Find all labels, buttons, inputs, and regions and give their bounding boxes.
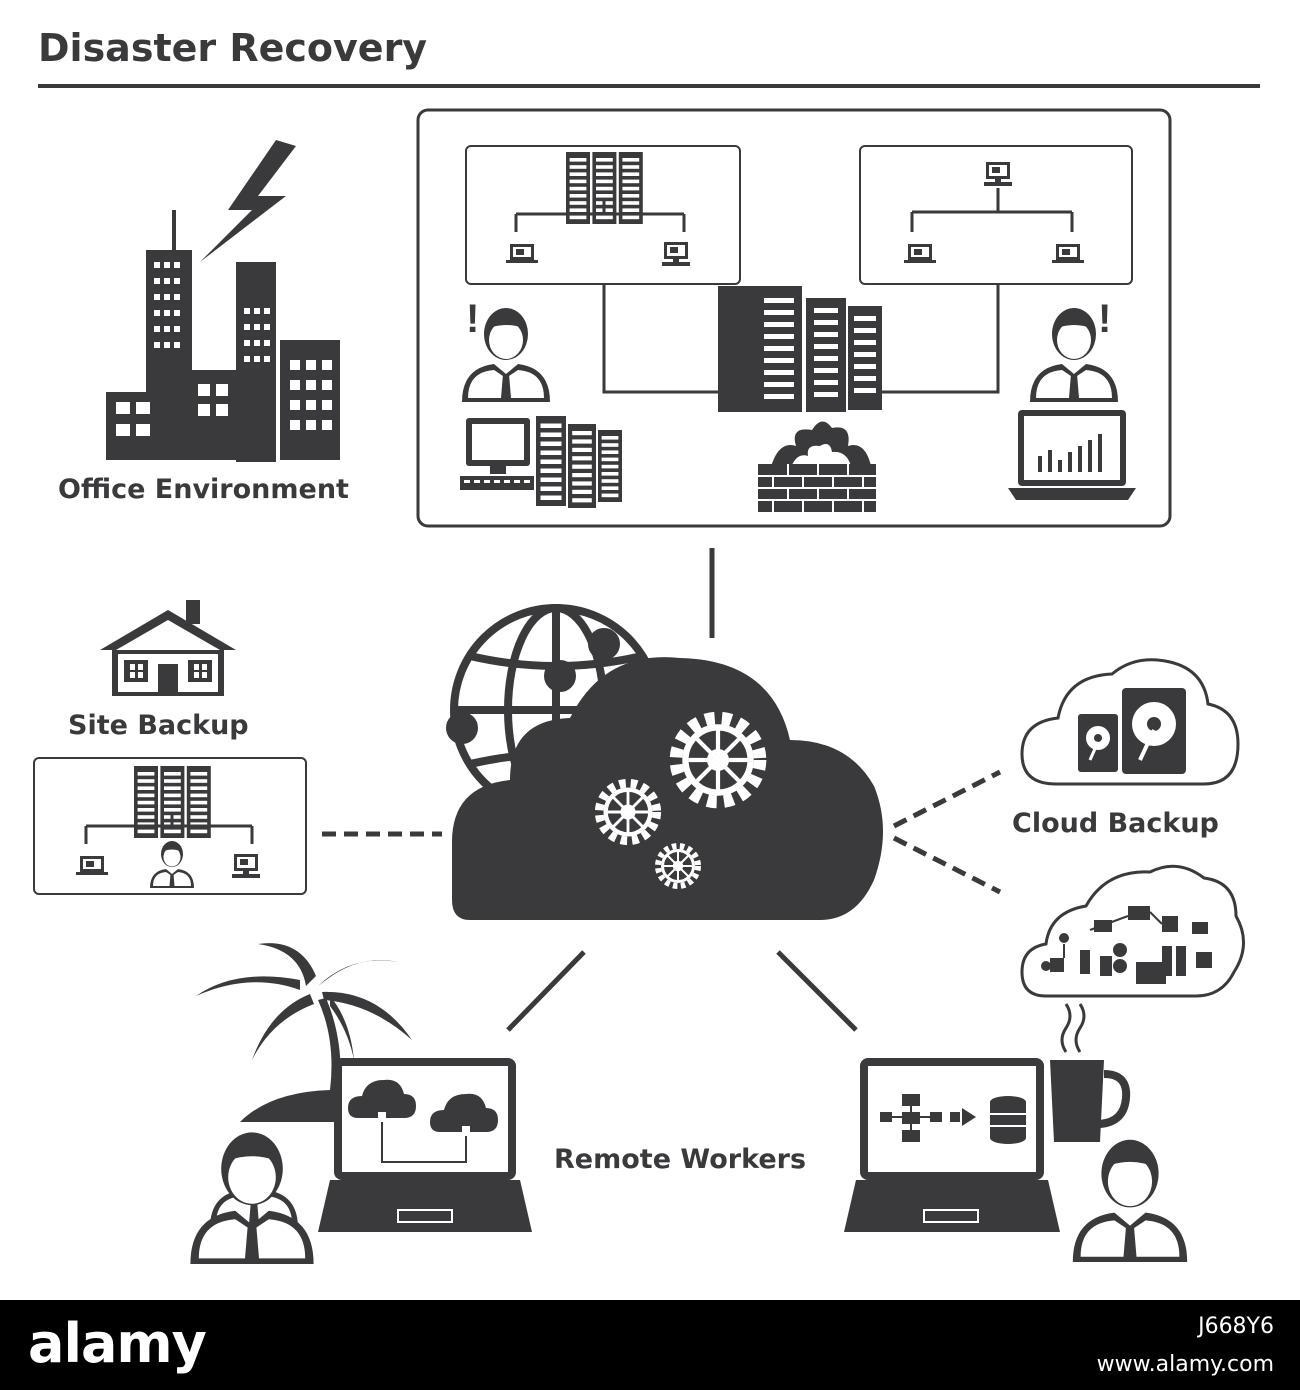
svg-text:!: !: [1098, 297, 1111, 341]
businessman-icon: [1072, 1139, 1188, 1262]
hard-drive-cloud-icon: [1020, 658, 1240, 786]
laptop-chart-icon: [1008, 410, 1136, 500]
network-diagram-icon: [33, 757, 307, 895]
watermark-footer: alamy J668Y6 www.alamy.com: [0, 1300, 1300, 1390]
office-network-box: [416, 108, 1172, 528]
server-rack-icon: [718, 286, 882, 412]
brand-logo: alamy: [28, 1312, 207, 1375]
page-title: Disaster Recovery: [38, 26, 428, 70]
firewall-icon: [758, 421, 876, 512]
network-diagram-icon: [465, 145, 741, 285]
svg-text:!: !: [466, 297, 479, 341]
lightning-icon: [200, 140, 296, 262]
label-cloud-backup: Cloud Backup: [1012, 808, 1219, 839]
city-buildings-icon: [106, 210, 340, 462]
diagram-canvas: ! !: [33, 84, 1260, 1264]
network-diagram-icon: [859, 145, 1133, 285]
laptop-database-icon: [844, 1058, 1060, 1232]
label-site-backup: Site Backup: [68, 710, 249, 741]
coffee-cup-icon: [1050, 1003, 1131, 1142]
palm-tree-icon: [196, 943, 412, 1122]
cloud-gears-icon: [452, 657, 883, 920]
laptop-cloud-sync-icon: [318, 1058, 532, 1232]
businessman-icon: !: [462, 297, 550, 402]
house-icon: [100, 600, 236, 696]
label-remote-workers: Remote Workers: [554, 1144, 807, 1175]
cloud-services-icon: [1020, 864, 1245, 998]
desktop-computer-icon: [460, 416, 622, 508]
businessman-icon: [190, 1132, 314, 1264]
site-url: www.alamy.com: [1096, 1352, 1274, 1377]
label-office-environment: Office Environment: [58, 474, 349, 505]
image-id: J668Y6: [1198, 1314, 1274, 1339]
businessman-icon: !: [1030, 297, 1118, 402]
